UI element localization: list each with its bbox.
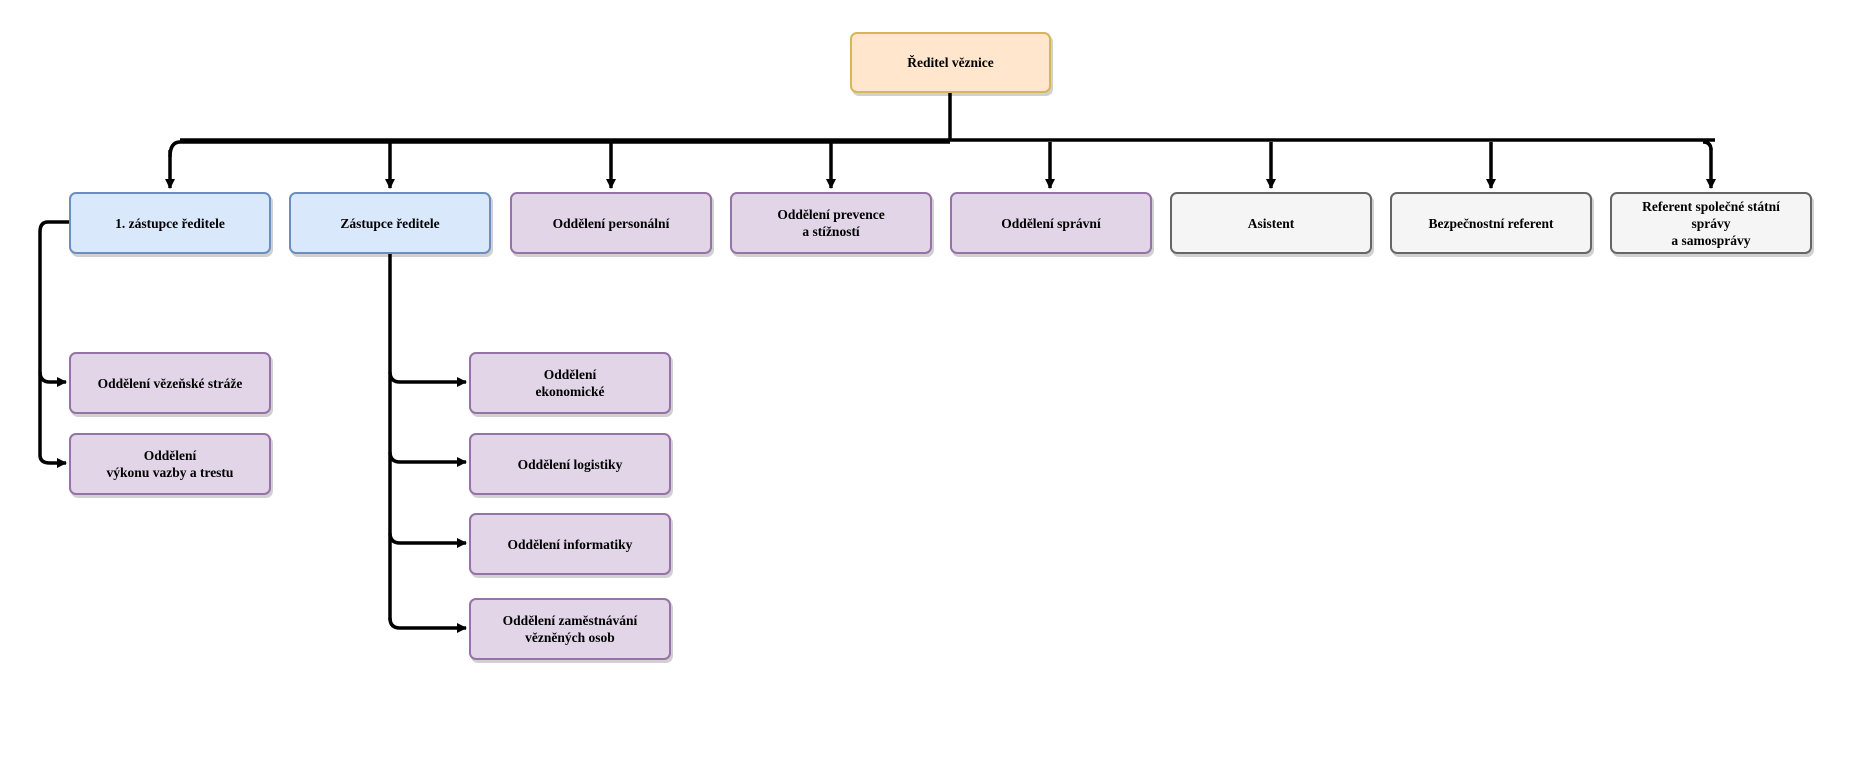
connector-to-straz <box>38 371 67 387</box>
connector-z1-trunk <box>38 220 69 455</box>
node-deputy[interactable]: Zástupce ředitele <box>289 192 491 254</box>
connector-to-zam <box>388 617 467 633</box>
connector-to-inf <box>388 532 467 548</box>
node-logistics-department[interactable]: Oddělení logistiky <box>469 433 671 495</box>
connector-to-ekon <box>388 371 467 387</box>
node-prison-guard-department[interactable]: Oddělení vězeňské stráže <box>69 352 271 414</box>
connector-to-vykon <box>38 454 67 468</box>
node-first-deputy[interactable]: 1. zástupce ředitele <box>69 192 271 254</box>
node-state-administration-officer[interactable]: Referent společné státní správy a samosp… <box>1610 192 1812 254</box>
connector-to-first-deputy <box>168 140 950 158</box>
node-prevention-complaints-department[interactable]: Oddělení prevence a stížností <box>730 192 932 254</box>
node-inmate-employment-department[interactable]: Oddělení zaměstnávání vězněných osob <box>469 598 671 660</box>
node-prison-director[interactable]: Ředitel věznice <box>850 32 1051 93</box>
node-security-officer[interactable]: Bezpečnostní referent <box>1390 192 1592 254</box>
node-informatics-department[interactable]: Oddělení informatiky <box>469 513 671 575</box>
connector-to-log <box>388 451 467 467</box>
node-custody-sentence-department[interactable]: Oddělení výkonu vazby a trestu <box>69 433 271 495</box>
node-administrative-department[interactable]: Oddělení správní <box>950 192 1152 254</box>
node-assistant[interactable]: Asistent <box>1170 192 1372 254</box>
node-economic-department[interactable]: Oddělení ekonomické <box>469 352 671 414</box>
node-personnel-department[interactable]: Oddělení personální <box>510 192 712 254</box>
